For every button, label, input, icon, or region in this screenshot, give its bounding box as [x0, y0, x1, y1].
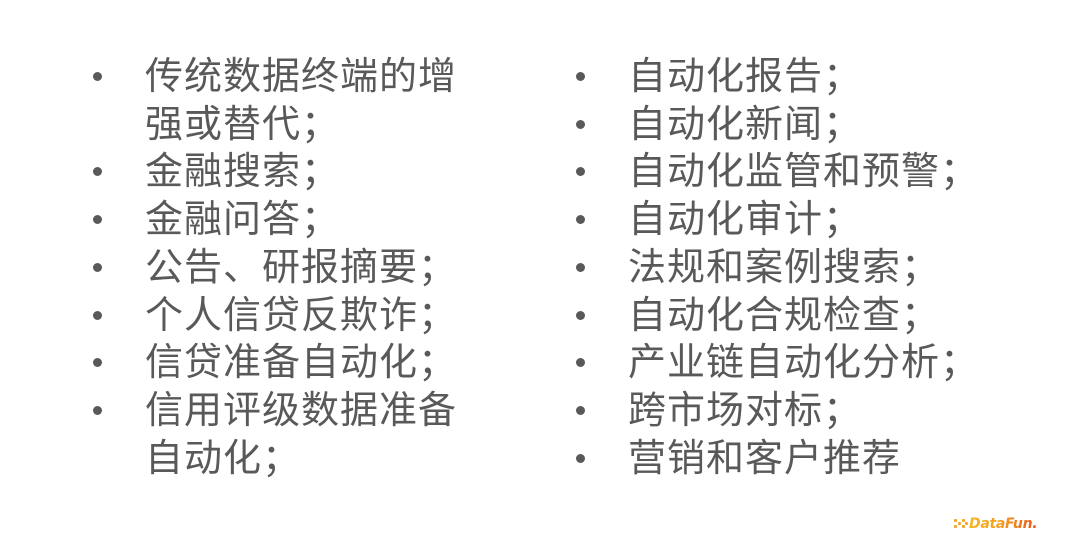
bullet-icon [93, 262, 102, 272]
bullet-icon [576, 119, 585, 129]
bullet-icon [93, 405, 102, 415]
datafun-logo: DataFun. [954, 513, 1038, 535]
list-item: 个人信贷反欺诈； [88, 292, 465, 340]
list-item: 法规和案例搜索； [571, 244, 998, 292]
list-item: 营销和客户推荐 [571, 435, 998, 483]
bullet-icon [93, 358, 102, 368]
list-item-text: 自动化监管和预警； [628, 149, 980, 194]
list-item: 公告、研报摘要； [88, 244, 465, 292]
list-item-text: 法规和案例搜索； [628, 244, 941, 289]
list-item: 金融问答； [88, 196, 465, 244]
list-item: 自动化审计； [571, 196, 998, 244]
bullet-icon [576, 72, 585, 81]
bullet-icon [93, 167, 102, 177]
list-item: 自动化合规检查； [571, 292, 998, 340]
bullet-icon [576, 167, 585, 177]
list-item: 产业链自动化分析； [571, 339, 998, 387]
bullet-icon [576, 405, 585, 415]
list-item-text: 信用评级数据准备自动化； [145, 387, 458, 480]
list-item-text: 个人信贷反欺诈； [145, 292, 458, 337]
bullet-icon [576, 262, 585, 272]
list-item: 金融搜索； [88, 148, 465, 196]
bullet-icon [93, 72, 102, 81]
list-item-text: 营销和客户推荐 [628, 435, 902, 480]
bullet-icon [576, 358, 585, 368]
list-item-text: 自动化报告； [628, 54, 863, 98]
list-item-text: 传统数据终端的增强或替代； [145, 54, 458, 146]
bullet-icon [576, 453, 585, 463]
list-item-text: 信贷准备自动化； [145, 340, 458, 385]
bullet-icon [576, 215, 585, 225]
bullet-icon [93, 310, 102, 320]
list-item: 自动化报告； [571, 53, 998, 101]
left-bullet-list: 传统数据终端的增强或替代； 金融搜索； 金融问答； 公告、研报摘要； 个人信贷反… [88, 53, 488, 482]
list-item-text: 金融问答； [145, 197, 341, 242]
list-item-text: 金融搜索； [145, 149, 341, 194]
list-item: 自动化监管和预警； [571, 148, 998, 196]
list-item: 传统数据终端的增强或替代； [88, 53, 465, 148]
right-bullet-list: 自动化报告； 自动化新闻； 自动化监管和预警； 自动化审计； 法规和案例搜索； … [571, 53, 991, 482]
list-item-text: 自动化合规检查； [628, 292, 941, 337]
bullet-icon [576, 310, 585, 320]
dots-icon [954, 518, 968, 530]
list-item-text: 跨市场对标； [628, 387, 863, 432]
list-item: 自动化新闻； [571, 101, 998, 149]
list-item: 跨市场对标； [571, 387, 998, 435]
list-item-text: 自动化新闻； [628, 101, 863, 146]
list-item: 信贷准备自动化； [88, 339, 465, 387]
list-item-text: 产业链自动化分析； [628, 340, 980, 385]
list-item-text: 自动化审计； [628, 197, 863, 242]
list-item-text: 公告、研报摘要； [145, 244, 458, 289]
bullet-icon [93, 215, 102, 225]
list-item: 信用评级数据准备自动化； [88, 387, 465, 482]
logo-text: DataFun. [969, 516, 1038, 532]
